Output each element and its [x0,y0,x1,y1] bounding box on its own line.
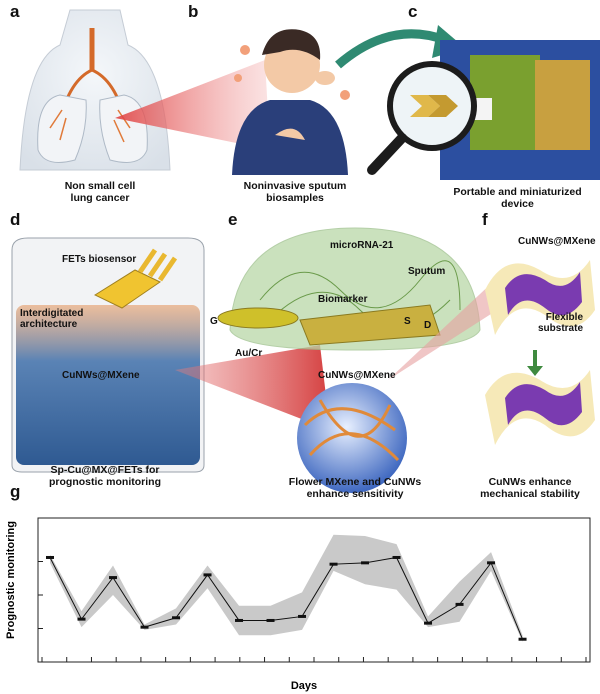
caption-d: Sp-Cu@MX@FETs for prognostic monitoring [49,464,161,488]
data-point [424,621,433,625]
label-au-cr: Au/Cr [235,348,263,359]
label-source: S [404,316,411,327]
label-gate: G [210,316,218,327]
flexible-substrate [485,260,595,445]
label-cunws-mxene-e: CuNWs@MXene [318,370,396,381]
top-illustrations [19,9,600,180]
panel-label-f: f [482,210,488,229]
chart-axes [37,517,591,663]
lung-illustration [19,9,171,171]
fet-cuvette [11,237,205,473]
data-point [235,618,244,622]
label-fets-biosensor: FETs biosensor [62,254,137,265]
data-point [392,555,401,559]
panel-label-c: c [408,2,418,21]
label-sputum: Sputum [408,266,446,277]
label-cunws-mxene-d: CuNWs@MXene [62,370,140,381]
person-coughing-illustration [232,29,350,175]
label-drain: D [424,320,432,331]
label-microrna: microRNA-21 [330,240,394,251]
label-cunws-mxene-f: CuNWs@MXene [518,236,596,247]
data-point [487,561,496,565]
data-point [140,625,149,629]
flow-arrow [335,29,447,69]
middle-illustrations [11,227,595,493]
caption-b: Noninvasive sputum biosamples [243,180,347,204]
data-point [329,562,338,566]
panel-label-a: a [10,2,20,21]
confidence-band [50,534,523,642]
beam-arrow [115,60,270,150]
label-interdigitated: Interdigitated architecture [20,308,84,330]
panel-label-e: e [228,210,238,229]
label-biomarker: Biomarker [318,294,368,305]
data-point [455,602,464,606]
data-point [109,576,118,580]
caption-f: CuNWs enhance mechanical stability [480,476,580,500]
series-points [46,555,527,641]
data-point [266,618,275,622]
caption-c: Portable and miniaturized device [453,186,582,210]
panel-label-d: d [10,210,21,229]
caption-a: Non small cell lung cancer [64,180,136,204]
series-line [49,556,524,640]
x-axis-label: Days [291,680,317,692]
band-area [50,534,523,642]
beam-arrow-d [175,345,330,430]
series-polyline [49,556,524,640]
caption-e: Flower MXene and CuNWs enhance sensitivi… [288,476,422,500]
prognostic-chart: Prognostic monitoring Days [5,517,591,692]
y-axis-label: Prognostic monitoring [5,521,17,639]
beam-arrow-f [388,280,505,380]
sputum-dome [217,227,481,493]
device-photo [367,40,600,180]
panel-label-b: b [188,2,199,21]
data-point [518,637,527,641]
data-point [298,614,307,618]
data-point [361,561,370,565]
data-point [77,617,86,621]
label-flexible-substrate: Flexible substrate [538,312,584,334]
data-point [203,573,212,577]
data-point [46,555,54,559]
data-point [172,616,181,620]
panel-label-g: g [10,482,21,501]
